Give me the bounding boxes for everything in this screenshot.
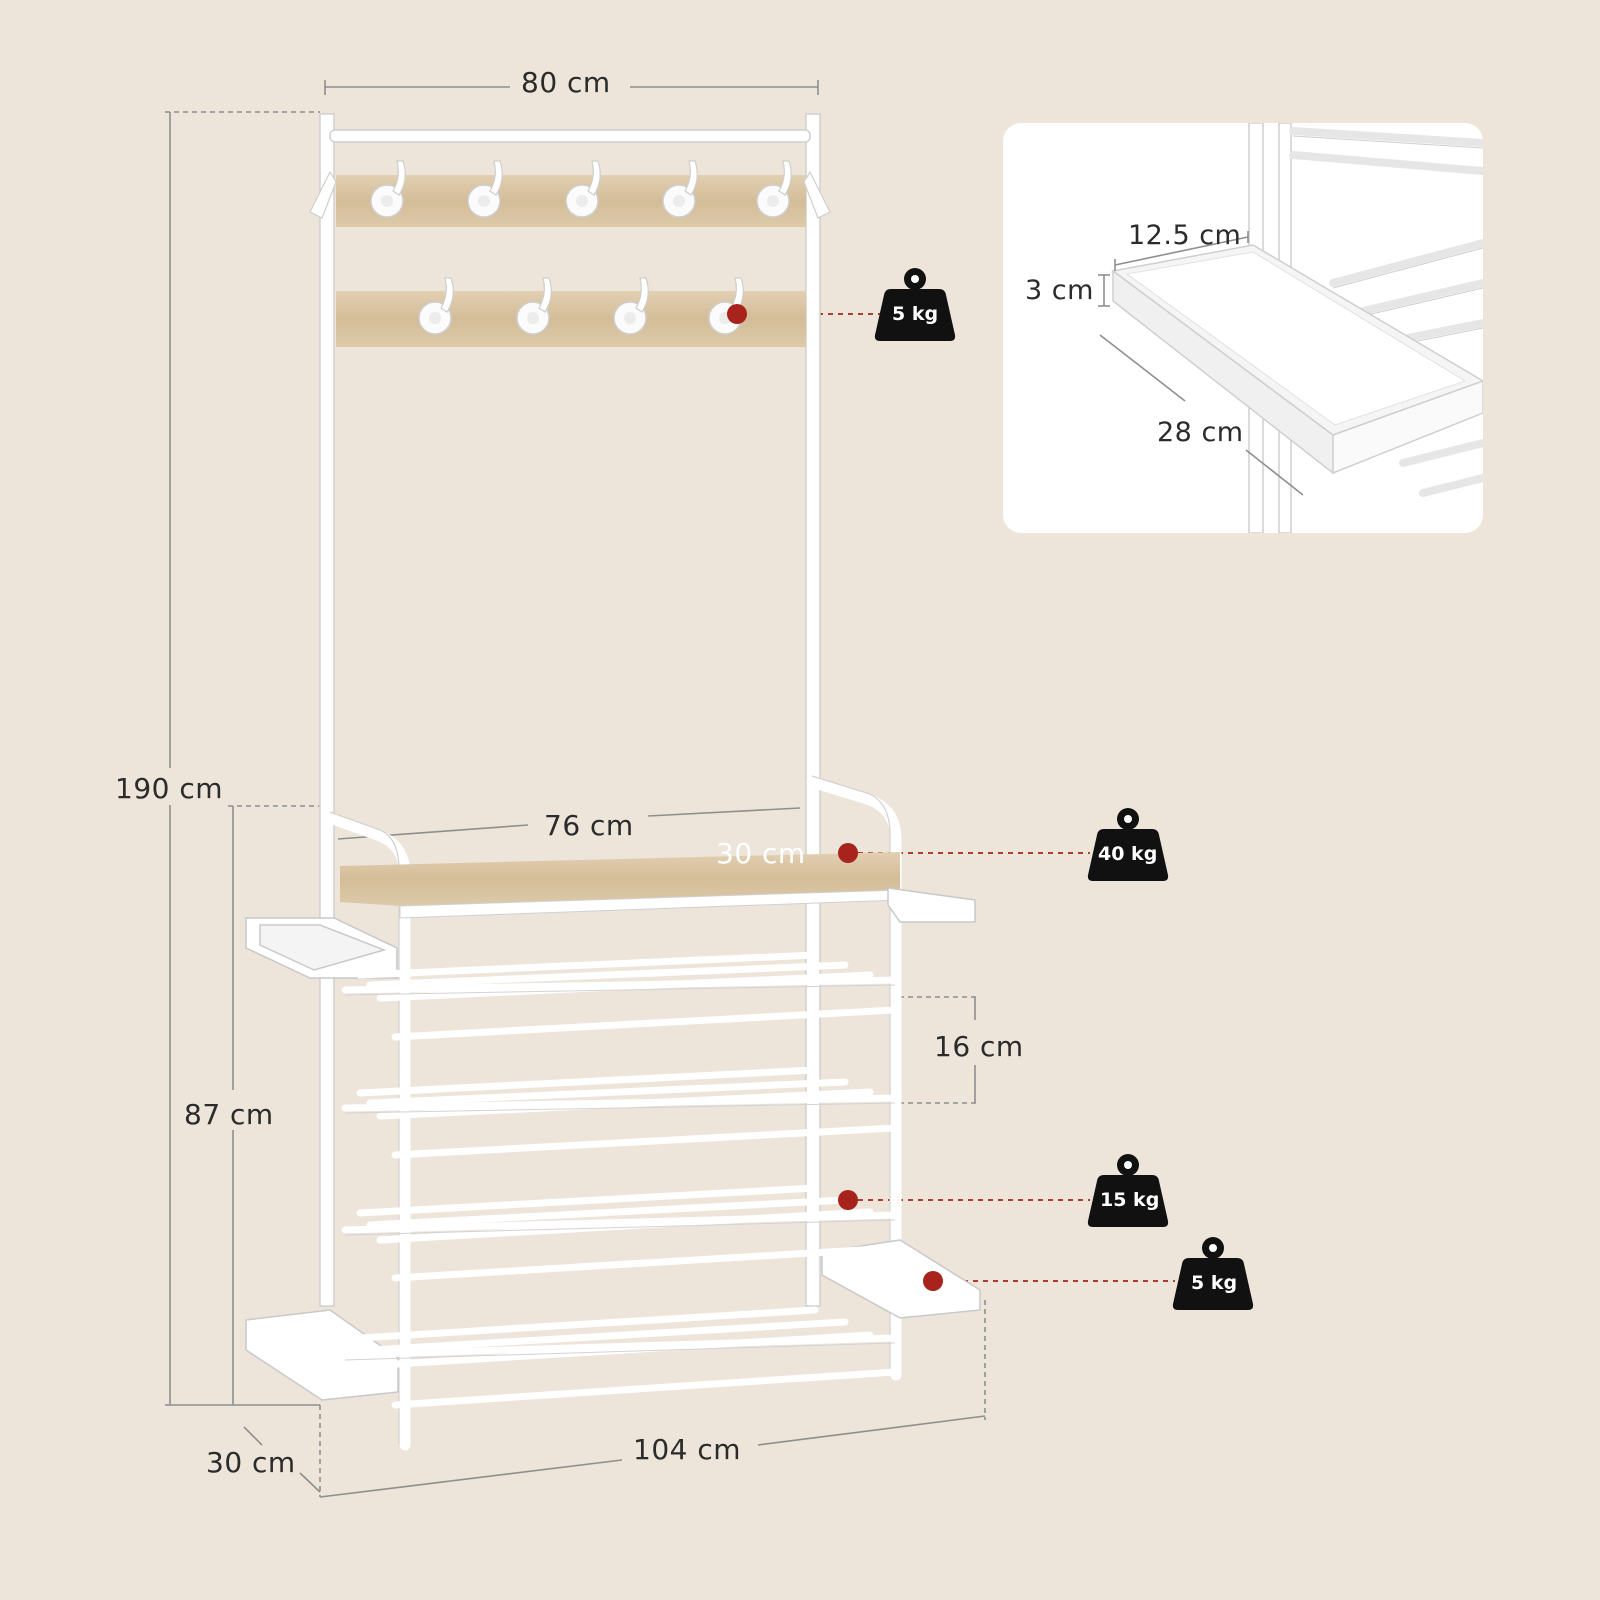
tray-width-label: 12.5 cm <box>1128 220 1242 251</box>
tray-detail-illustration <box>1098 123 1483 533</box>
side-baskets <box>245 887 981 1401</box>
bench-load-label: 40 kg <box>1098 843 1158 865</box>
bench-width-label: 76 cm <box>544 809 634 842</box>
bench-seat <box>340 852 900 906</box>
depth-label: 30 cm <box>206 1446 296 1479</box>
side-hooks <box>309 170 831 219</box>
hook-load-label: 5 kg <box>892 303 939 325</box>
tray-height-label: 3 cm <box>1025 275 1094 306</box>
tray-detail-inset: 12.5 cm 3 cm 28 cm <box>1003 123 1483 533</box>
width-top-label: 80 cm <box>521 66 611 99</box>
bottom-width-label: 104 cm <box>633 1433 742 1466</box>
shoe-shelves <box>341 951 899 1409</box>
tray-load-label: 5 kg <box>1191 1272 1238 1294</box>
tray-length-label: 28 cm <box>1157 417 1244 448</box>
load-markers <box>727 304 943 1291</box>
bench-height-label: 87 cm <box>184 1098 274 1131</box>
shelf-load-label: 15 kg <box>1100 1189 1160 1211</box>
bench-depth-label: 30 cm <box>716 837 806 870</box>
total-height-label: 190 cm <box>115 772 224 805</box>
shelf-spacing-label: 16 cm <box>934 1030 1024 1063</box>
rear-frame <box>319 113 821 1307</box>
dimension-lines <box>165 80 986 1498</box>
